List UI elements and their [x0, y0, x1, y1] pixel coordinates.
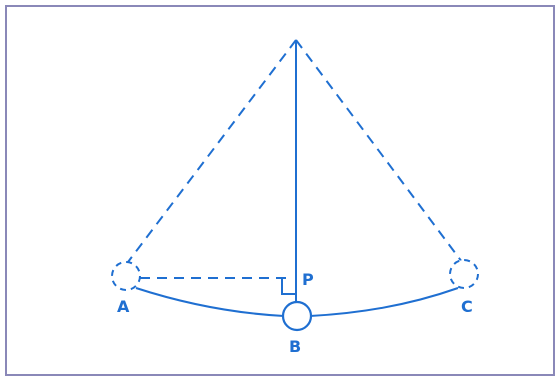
swing-arc-right — [309, 287, 459, 317]
label-a: A — [117, 297, 130, 316]
label-b: B — [289, 337, 301, 356]
dashed-string-right — [295, 39, 463, 263]
label-c: C — [461, 297, 473, 316]
label-p: P — [302, 270, 314, 289]
swing-arc — [135, 287, 285, 317]
diagram-frame — [5, 5, 555, 376]
bob-position-a — [111, 261, 141, 291]
dashed-string-left — [127, 39, 297, 263]
right-angle-marker — [281, 278, 296, 295]
bob-position-c — [449, 259, 479, 289]
bob-position-b — [281, 300, 313, 332]
